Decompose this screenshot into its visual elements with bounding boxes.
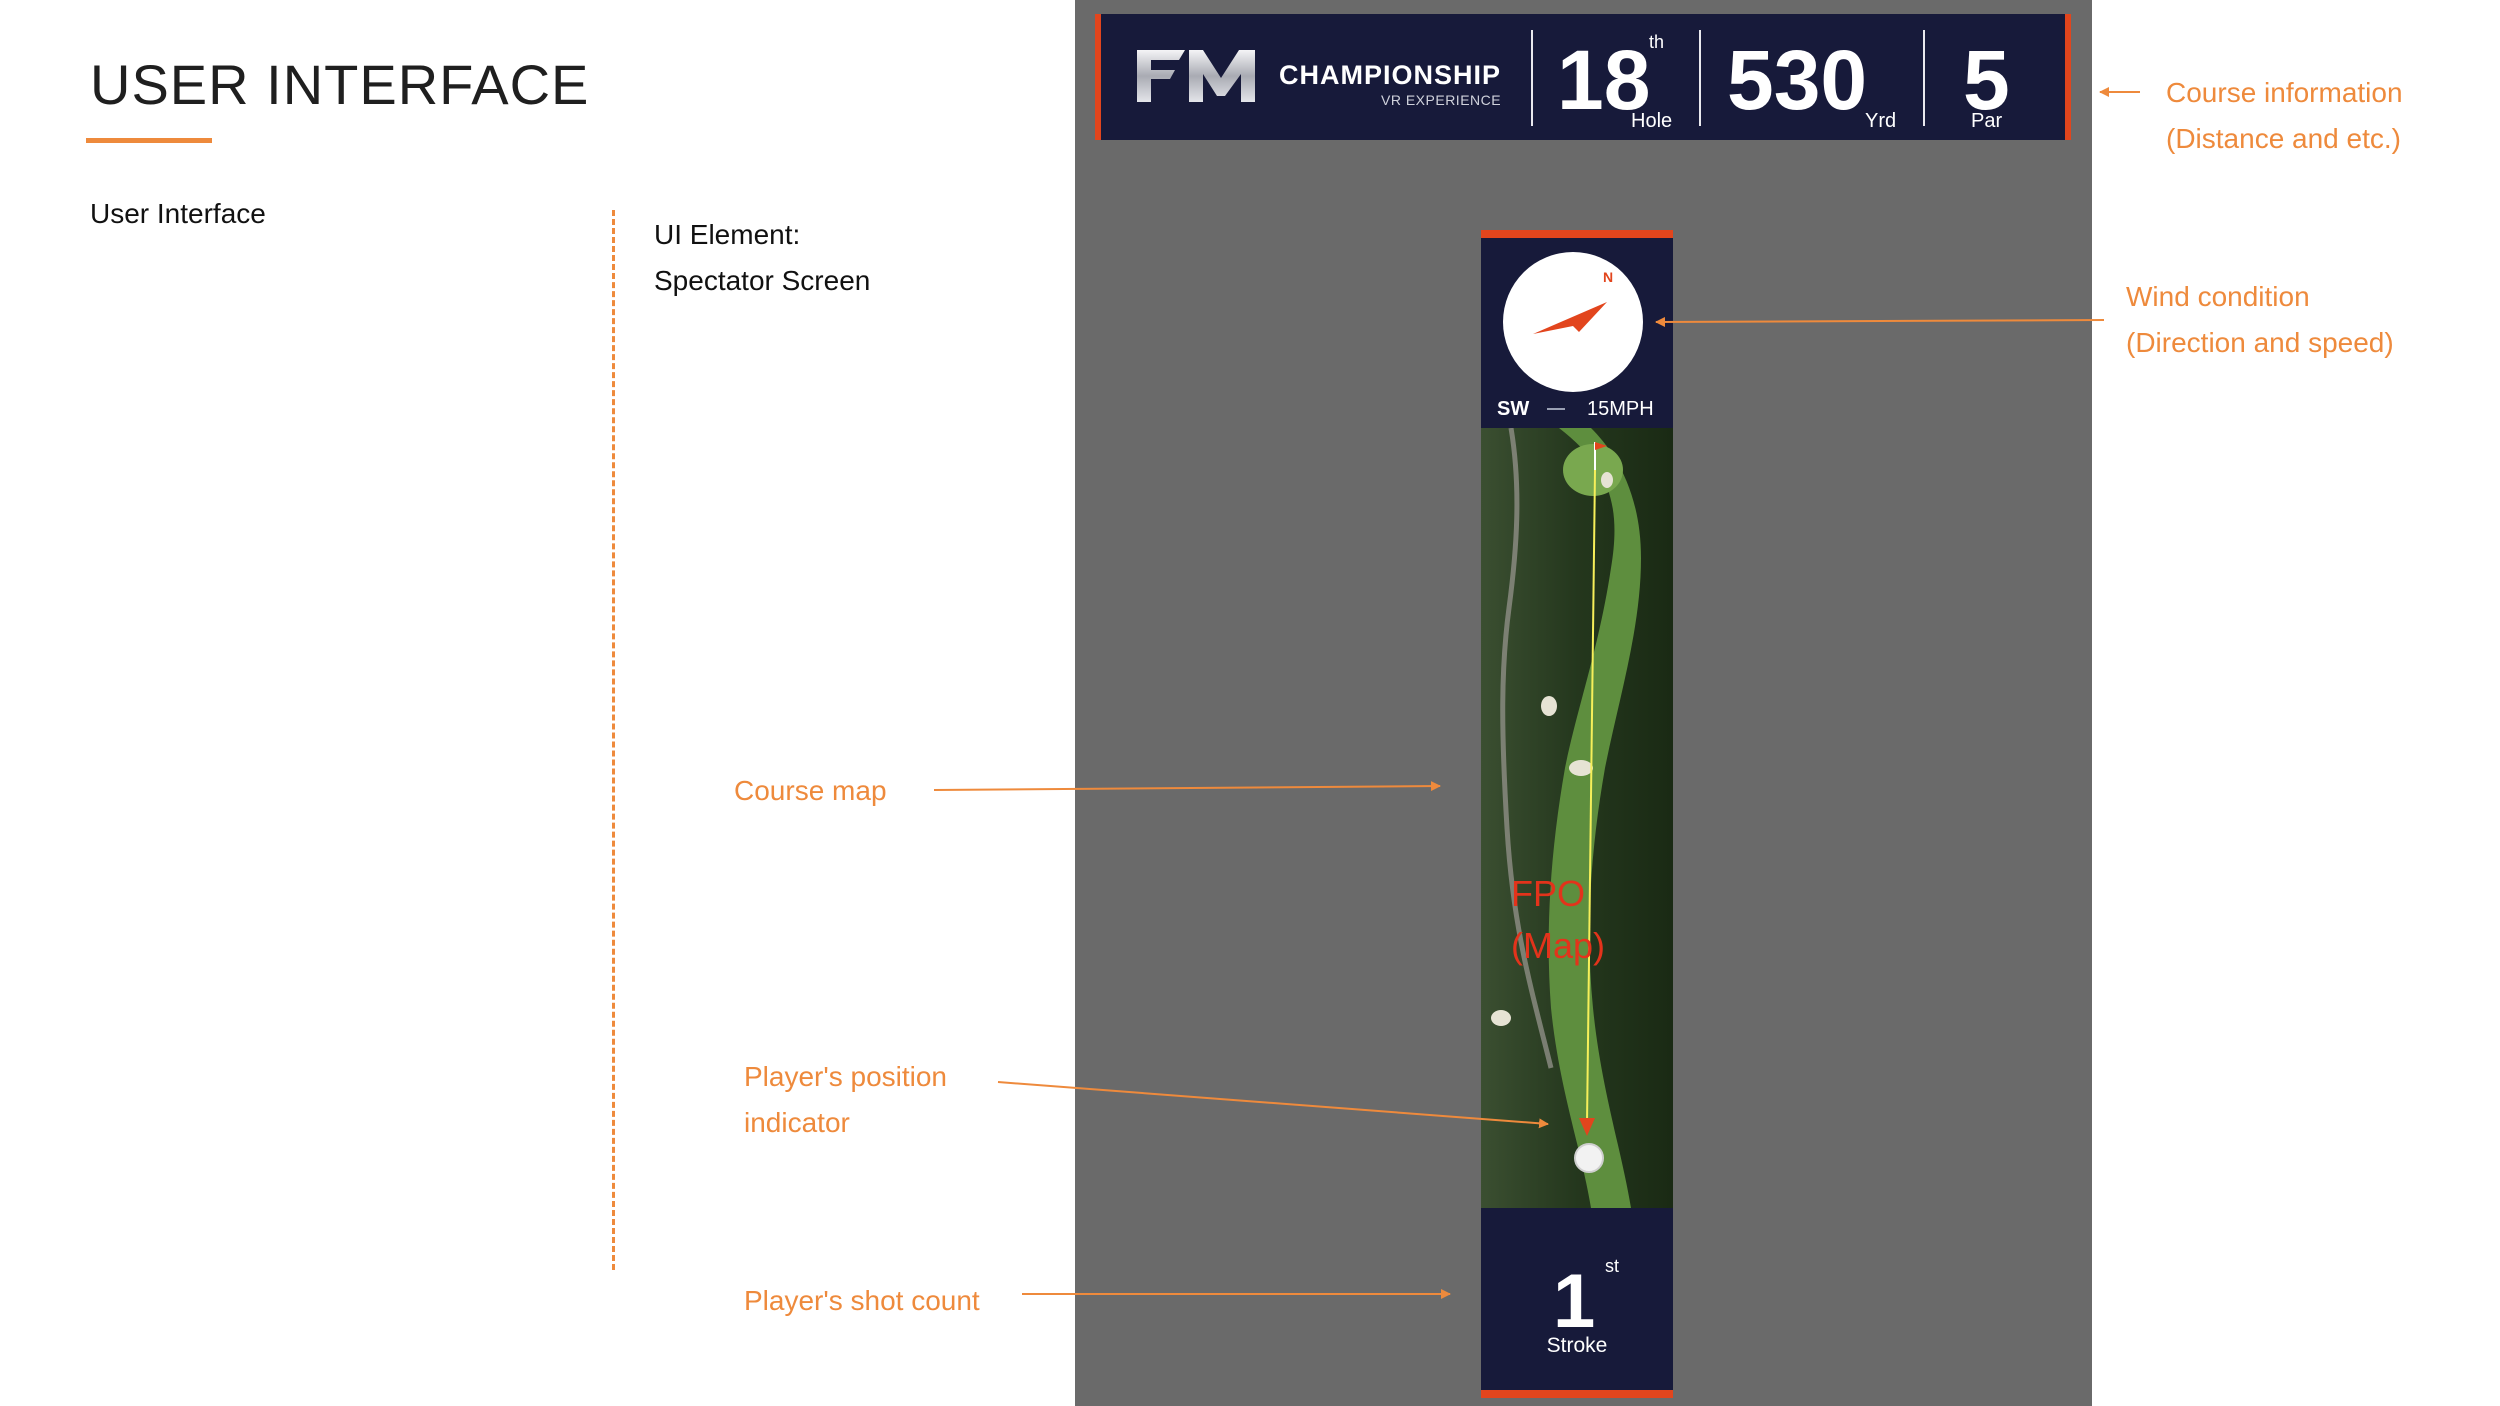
banner-divider <box>1531 30 1533 126</box>
championship-label: CHAMPIONSHIP <box>1279 60 1502 90</box>
title-underline <box>86 138 212 143</box>
wind-panel: N SW 15MPH <box>1481 238 1673 428</box>
wind-separator <box>1547 408 1565 410</box>
annotation-course-info-line1: Course information <box>2166 77 2403 108</box>
map-placeholder-line2: (Map) <box>1511 925 1606 966</box>
stroke-number: 1 <box>1553 1259 1596 1344</box>
banner-divider <box>1699 30 1701 126</box>
fm-logo <box>1137 50 1255 102</box>
dashed-divider <box>612 210 615 1270</box>
panel-bottom-accent <box>1481 1390 1673 1398</box>
annotation-wind-line1: Wind condition <box>2126 281 2310 312</box>
stroke-count-panel: 1 st Stroke <box>1481 1208 1673 1390</box>
map-placeholder: FPO (Map) <box>1511 868 1605 972</box>
annotation-course-info: Course information (Distance and etc.) <box>2166 70 2403 162</box>
player-position-indicator-icon <box>1579 1118 1595 1136</box>
ui-element-heading: UI Element: <box>654 219 801 250</box>
course-info-banner: FM CHAMPIONSHIP VR EXPERIENCE 18 th Hole… <box>1095 14 2071 140</box>
annotation-wind-line2: (Direction and speed) <box>2126 327 2394 358</box>
wind-direction: SW <box>1497 398 1530 420</box>
panel-top-accent <box>1481 230 1673 238</box>
par-value: 5 <box>1963 33 2010 127</box>
page-title: USER INTERFACE <box>90 53 590 116</box>
arrow-wind <box>1655 316 2105 327</box>
yardage-label: Yrd <box>1865 110 1897 132</box>
course-map: FPO (Map) <box>1481 428 1673 1208</box>
vr-experience-label: VR EXPERIENCE <box>1381 92 1502 108</box>
compass-north-label: N <box>1603 269 1613 285</box>
banner-divider <box>1923 30 1925 126</box>
par-label: Par <box>1971 110 2003 132</box>
hole-suffix: th <box>1649 32 1665 52</box>
map-placeholder-line1: FPO <box>1511 873 1586 914</box>
annotation-player-position-line2: indicator <box>744 1107 850 1138</box>
ui-element-name: Spectator Screen <box>654 265 871 296</box>
golf-ball-icon <box>1574 1143 1604 1173</box>
hole-number: 18 <box>1557 33 1651 127</box>
annotation-wind: Wind condition (Direction and speed) <box>2126 274 2394 366</box>
arrow-player-position <box>997 1081 1549 1129</box>
hole-label: Hole <box>1631 110 1673 132</box>
stroke-label: Stroke <box>1546 1334 1608 1357</box>
compass-dial: N <box>1503 252 1643 392</box>
section-label: User Interface <box>90 198 266 229</box>
course-map-graphic <box>1481 428 1673 1208</box>
annotation-course-map: Course map <box>734 775 887 806</box>
annotation-course-info-line2: (Distance and etc.) <box>2166 123 2401 154</box>
annotation-player-position-line1: Player's position <box>744 1061 947 1092</box>
stroke-suffix: st <box>1605 1256 1620 1276</box>
wind-speed: 15MPH <box>1587 398 1654 420</box>
annotation-shot-count: Player's shot count <box>744 1285 980 1316</box>
yardage-value: 530 <box>1727 33 1868 127</box>
wind-arrow-icon: N <box>1533 269 1613 334</box>
flag-icon <box>1595 442 1607 450</box>
ui-element-description: UI Element: Spectator Screen <box>654 212 870 304</box>
arrow-course-map <box>933 781 1441 792</box>
annotation-player-position: Player's position indicator <box>744 1054 947 1146</box>
